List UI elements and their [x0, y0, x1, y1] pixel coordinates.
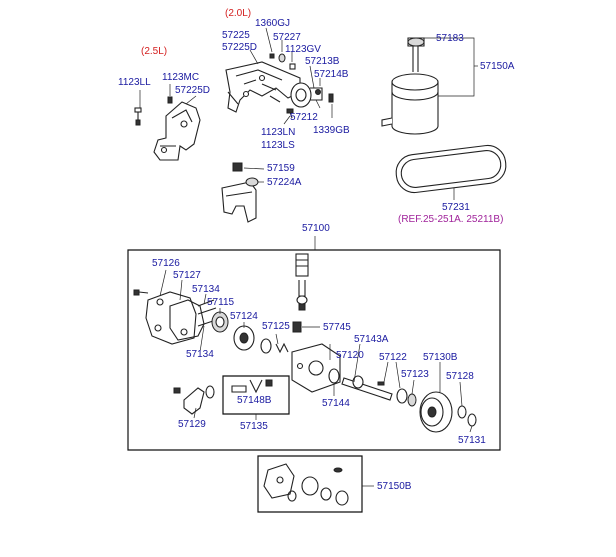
- idler-assembly-57213B[interactable]: [310, 87, 323, 101]
- part-label-57148B[interactable]: 57148B: [237, 395, 272, 406]
- part-label-1123LN[interactable]: 1123LN: [261, 127, 296, 138]
- part-label-57231[interactable]: 57231: [442, 202, 470, 213]
- part-label-57120[interactable]: 57120: [336, 350, 364, 361]
- o-ring-57125[interactable]: [260, 338, 272, 354]
- gasket-57127[interactable]: [169, 299, 205, 341]
- part-label-1123GV[interactable]: 1123GV: [285, 44, 321, 55]
- part-label-57143A[interactable]: 57143A: [354, 334, 389, 345]
- pump-assembly-outline: [127, 249, 501, 451]
- bolt-1360GJ[interactable]: [269, 53, 275, 59]
- part-label-57131[interactable]: 57131: [458, 435, 486, 446]
- part-label-57115[interactable]: 57115: [207, 297, 235, 308]
- pump-body[interactable]: [291, 343, 341, 393]
- bolt-1123LN[interactable]: [286, 108, 294, 119]
- mounting-bracket-2-0l[interactable]: [225, 61, 301, 113]
- washer-57227[interactable]: [278, 53, 286, 63]
- bolt-57126[interactable]: [133, 289, 149, 296]
- pulley-57130B[interactable]: [419, 391, 453, 433]
- spring-57745[interactable]: [292, 321, 302, 333]
- part-label-57212[interactable]: 57212: [290, 112, 318, 123]
- part-label-1339GB[interactable]: 1339GB: [313, 125, 350, 136]
- bolt-1339GB[interactable]: [328, 93, 334, 103]
- part-label-57225D-top[interactable]: 57225D: [222, 42, 258, 53]
- part-label-57745[interactable]: 57745: [323, 322, 351, 333]
- washer-57123[interactable]: [407, 393, 417, 407]
- reservoir-cap-57183[interactable]: [407, 37, 425, 72]
- part-label-57128[interactable]: 57128: [446, 371, 474, 382]
- part-label-57150B[interactable]: 57150B: [377, 481, 412, 492]
- suction-pipe-57129[interactable]: [173, 385, 215, 415]
- rear-housing-57127[interactable]: [145, 291, 197, 345]
- flow-control-valve[interactable]: [295, 253, 309, 311]
- washer-57131[interactable]: [467, 413, 477, 427]
- part-label-57129[interactable]: 57129: [178, 419, 206, 430]
- reservoir-57150A[interactable]: [381, 73, 439, 135]
- part-label-57224A[interactable]: 57224A: [267, 177, 302, 188]
- cap-57159[interactable]: [232, 162, 243, 172]
- leader-lines: [139, 27, 478, 487]
- part-label-57126[interactable]: 57126: [152, 258, 180, 269]
- part-label-57150A[interactable]: 57150A: [480, 61, 515, 72]
- part-label-57127[interactable]: 57127: [173, 270, 201, 281]
- cartridge-57115[interactable]: [211, 311, 229, 333]
- bolt-1123LL[interactable]: [134, 107, 142, 126]
- part-label-1123LL[interactable]: 1123LL: [118, 77, 151, 88]
- part-label-57183[interactable]: 57183: [436, 33, 464, 44]
- part-label-57225[interactable]: 57225: [222, 30, 250, 41]
- part-label-57134-bottom[interactable]: 57134: [186, 349, 214, 360]
- part-label-57134-top[interactable]: 57134: [192, 284, 220, 295]
- nut-57128[interactable]: [457, 405, 467, 419]
- seal-57144[interactable]: [328, 368, 340, 384]
- part-label-57122[interactable]: 57122: [379, 352, 407, 363]
- part-label-57100[interactable]: 57100: [302, 223, 330, 234]
- part-label-1360GJ[interactable]: 1360GJ: [255, 18, 291, 29]
- part-label-57130B[interactable]: 57130B: [423, 352, 458, 363]
- part-label-1123MC[interactable]: 1123MC: [162, 72, 200, 83]
- part-label-57123[interactable]: 57123: [401, 369, 429, 380]
- mounting-bracket-2-5l[interactable]: [153, 101, 201, 161]
- part-label-57144[interactable]: 57144: [322, 398, 350, 409]
- part-label-1123LS[interactable]: 1123LS: [261, 140, 295, 151]
- rotor-57124[interactable]: [233, 325, 255, 351]
- bolt-1123GV[interactable]: [289, 63, 296, 70]
- bolt-1123MC[interactable]: [167, 96, 173, 104]
- drive-belt-57231[interactable]: [394, 143, 508, 194]
- part-label-57214B[interactable]: 57214B: [314, 69, 349, 80]
- nut-57224A[interactable]: [245, 177, 259, 187]
- part-label-57225D-left[interactable]: 57225D: [175, 85, 211, 96]
- part-label-57135[interactable]: 57135: [240, 421, 268, 432]
- engine-variant-2-0l: (2.0L): [225, 8, 252, 19]
- part-label-57213B[interactable]: 57213B: [305, 56, 340, 67]
- part-label-57227[interactable]: 57227: [273, 32, 301, 43]
- part-label-57124[interactable]: 57124: [230, 311, 258, 322]
- part-label-57125[interactable]: 57125: [262, 321, 290, 332]
- engine-variant-2-5l: (2.5L): [141, 46, 168, 57]
- reference-note[interactable]: (REF.25-251A. 25211B): [398, 214, 504, 225]
- spring-small[interactable]: [275, 342, 289, 354]
- part-label-57159[interactable]: 57159: [267, 163, 295, 174]
- seal-57122[interactable]: [396, 388, 408, 404]
- relief-valve-57148B[interactable]: [222, 375, 290, 415]
- shaft-57120[interactable]: [341, 375, 393, 401]
- idler-pulley-57212[interactable]: [290, 82, 312, 108]
- seal-kit-57150B[interactable]: [257, 455, 363, 513]
- bracket-57224A[interactable]: [221, 181, 257, 223]
- key-57143A[interactable]: [377, 381, 385, 386]
